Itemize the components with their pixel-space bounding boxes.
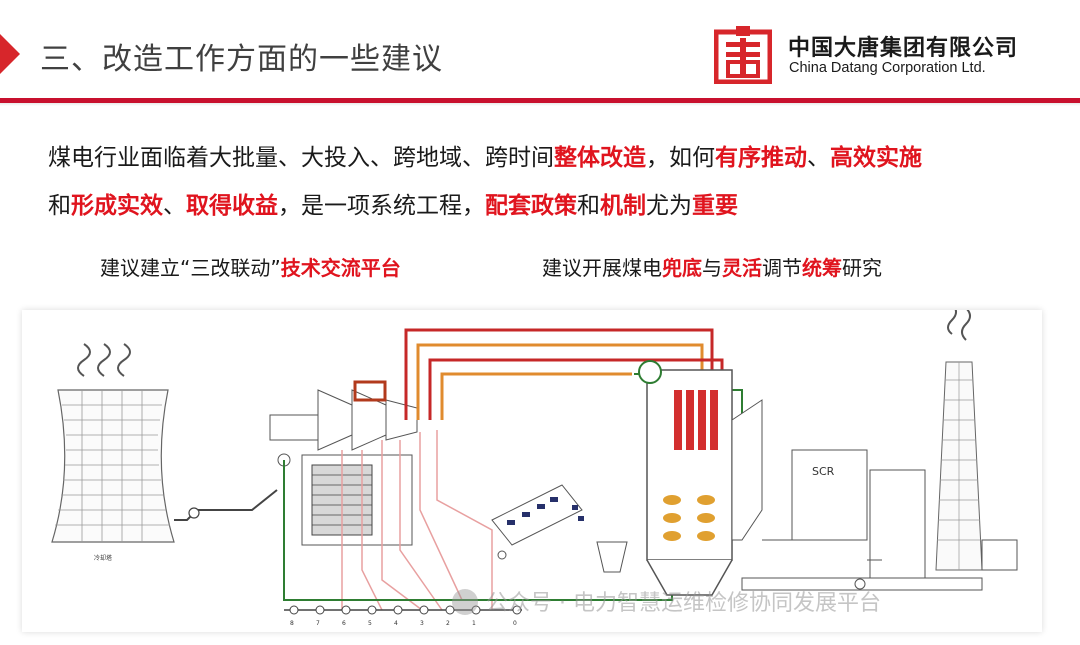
text-segment: 和 — [48, 193, 71, 219]
scr-reactor: SCR — [731, 399, 983, 591]
highlight-text: 取得收益 — [186, 193, 278, 219]
text-segment: 和 — [577, 193, 600, 219]
text-segment: 、 — [163, 193, 186, 219]
highlight-text: 高效实施 — [830, 145, 922, 171]
heater-label: 4 — [394, 620, 398, 627]
boiler — [638, 360, 733, 596]
datang-logo-icon — [714, 26, 772, 84]
highlight-text: 统筹 — [802, 256, 842, 280]
text-segment: 、 — [807, 145, 830, 171]
suggestion-research: 建议开展煤电兜底与灵活调节统筹研究 — [542, 252, 882, 281]
company-name-en: China Datang Corporation Ltd. — [789, 60, 986, 76]
heater-label: 2 — [446, 620, 450, 627]
heater-label: 5 — [368, 620, 372, 627]
body-paragraph-line-2: 和形成实效、取得收益，是一项系统工程，配套政策和机制尤为重要 — [48, 186, 738, 220]
header-divider-shadow — [0, 103, 1080, 106]
highlight-text: 兜底 — [662, 256, 702, 280]
text-segment: ，是一项系统工程， — [278, 193, 485, 219]
heater-label: 7 — [316, 620, 320, 627]
plant-schematic: 冷却塔 — [51, 310, 1018, 627]
company-name-cn: 中国大唐集团有限公司 — [788, 36, 1019, 61]
highlight-text: 技术交流平台 — [280, 256, 401, 280]
wechat-icon — [452, 589, 478, 615]
heater-label: 1 — [472, 620, 476, 627]
heater-label: 3 — [420, 620, 424, 627]
chimney-icon — [935, 310, 1018, 571]
text-segment: 尤为 — [646, 193, 692, 219]
coal-conveyor — [491, 484, 628, 573]
highlight-text: 配套政策 — [485, 193, 577, 219]
highlight-text: 整体改造 — [554, 145, 646, 171]
text-segment: 调节 — [762, 256, 802, 280]
heater-label: 0 — [513, 620, 517, 627]
cooling-tower-icon: 冷却塔 — [51, 343, 175, 562]
slide-title: 三、改造工作方面的一些建议 — [40, 42, 443, 77]
text-segment: 与 — [702, 256, 722, 280]
slide-header: 三、改造工作方面的一些建议 中国大唐集团有限公司 China Datang Co… — [0, 0, 1080, 110]
highlight-text: 形成实效 — [71, 193, 163, 219]
text-segment: ，如何 — [646, 145, 715, 171]
suggestion-platform: 建议建立“三改联动”技术交流平台 — [100, 252, 401, 281]
scr-label: SCR — [812, 465, 835, 478]
highlight-text: 机制 — [600, 193, 646, 219]
watermark-text: 公众号 · 电力智慧运维检修协同发展平台 — [486, 591, 881, 616]
text-segment: 建议建立“三改联动” — [100, 256, 281, 280]
heater-label: 6 — [342, 620, 346, 627]
text-segment: 建议开展煤电 — [542, 256, 662, 280]
highlight-text: 有序推动 — [715, 145, 807, 171]
title-accent-wedge — [0, 34, 20, 74]
highlight-text: 重要 — [692, 193, 738, 219]
highlight-text: 灵活 — [722, 256, 762, 280]
power-plant-diagram: 冷却塔 — [22, 310, 1042, 632]
watermark: 公众号 · 电力智慧运维检修协同发展平台 — [452, 585, 881, 617]
body-paragraph-line-1: 煤电行业面临着大批量、大投入、跨地域、跨时间整体改造，如何有序推动、高效实施 — [48, 138, 922, 172]
text-segment: 煤电行业面临着大批量、大投入、跨地域、跨时间 — [48, 145, 554, 171]
heater-label: 8 — [290, 620, 294, 627]
feedwater-heaters: 8 7 6 5 4 3 2 1 0 — [284, 605, 522, 627]
svg-text:冷却塔: 冷却塔 — [94, 554, 112, 562]
turbine-hall — [269, 380, 418, 546]
text-segment: 研究 — [842, 256, 882, 280]
header-divider — [0, 98, 1080, 103]
